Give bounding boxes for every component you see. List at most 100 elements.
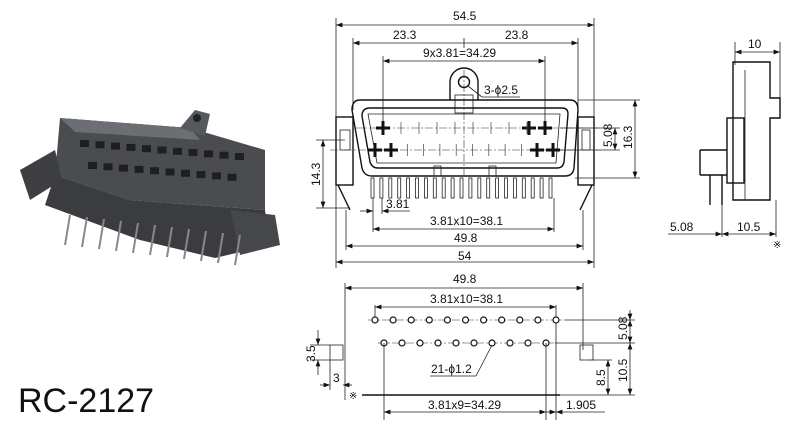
dim-ref-to-row: 10.5	[616, 358, 630, 382]
contact-cross	[546, 143, 560, 157]
pin	[495, 177, 500, 199]
pin	[370, 177, 375, 199]
dim-ref-to-slot: 8.5	[594, 369, 608, 386]
contact-cross	[530, 143, 544, 157]
pcb-hole	[434, 339, 442, 347]
dim-mount-hole: 3-ϕ2.5	[484, 83, 518, 97]
photo-contact-hole	[188, 149, 198, 157]
pin	[379, 177, 384, 199]
photo-contact-hole	[111, 142, 120, 150]
photo-contact-hole	[212, 172, 221, 180]
dim-pcb-row-spacing: 5.08	[616, 316, 630, 340]
photo-contact-hole	[165, 168, 175, 176]
ref-mark: ※	[773, 240, 781, 251]
model-number: RC-2127	[18, 382, 155, 420]
photo-contact-hole	[80, 140, 89, 147]
photo-contact-hole	[219, 151, 229, 159]
pin	[468, 177, 473, 199]
pcb-hole	[425, 316, 433, 324]
dim-row1-pitch: 3.81x10=38.1	[430, 292, 503, 306]
photo-pin	[149, 224, 156, 256]
pin	[388, 177, 393, 199]
photo-contact-hole	[119, 164, 128, 172]
photo-contact-hole	[196, 171, 206, 179]
pin	[504, 177, 508, 199]
pcb-hole	[480, 316, 488, 324]
pcb-hole	[524, 339, 532, 347]
side-view: 10 5.08 10.5 ※	[668, 37, 781, 251]
pcb-hole	[516, 316, 524, 324]
pin	[450, 177, 455, 199]
pcb-layout-view: 49.8 3.81x10=38.1 3.5 3 21-ϕ1.2 ※	[304, 272, 635, 420]
photo-contact-hole	[181, 169, 190, 177]
photo-contact-hole	[126, 143, 136, 151]
dim-body-height: 16.3	[621, 125, 635, 149]
pin	[548, 177, 553, 199]
pcb-hole	[389, 316, 397, 324]
dim-top-pitch: 9x3.81=34.29	[423, 46, 496, 60]
dim-pin-pitch: 3.81	[386, 197, 410, 211]
pin	[513, 177, 517, 199]
pcb-hole	[488, 339, 496, 347]
pcb-hole	[506, 339, 514, 347]
dim-pin-depth: 10.5	[737, 220, 761, 234]
pin	[521, 177, 526, 199]
connector-photo	[20, 110, 280, 266]
photo-contact-hole	[103, 163, 113, 171]
pcb-hole	[443, 316, 451, 324]
photo-contact-hole	[88, 162, 97, 169]
pcb-ref-mark: ※	[349, 391, 357, 402]
dim-bottom-pitch: 3.81x10=38.1	[430, 214, 503, 228]
dim-slot-height: 3.5	[304, 345, 318, 362]
contact-cross	[368, 143, 382, 157]
photo-pin	[217, 232, 224, 264]
photo-pin	[234, 234, 241, 266]
dim-left-offset: 23.3	[393, 28, 417, 42]
photo-pin	[81, 216, 88, 248]
dim-hole-spec: 21-ϕ1.2	[431, 362, 472, 376]
contact-cross	[538, 121, 552, 135]
pin	[539, 177, 544, 199]
photo-pin	[200, 230, 207, 262]
photo-contact-hole	[142, 145, 151, 153]
pcb-hole	[407, 316, 415, 324]
pin	[397, 177, 402, 199]
pin	[530, 177, 535, 199]
dim-row-spacing: 5.08	[601, 123, 615, 147]
photo-contact-hole	[150, 167, 159, 175]
pin	[441, 177, 446, 199]
dim-pcb-flange-span: 49.8	[453, 272, 477, 286]
pcb-hole	[398, 339, 406, 347]
photo-contact-hole	[95, 141, 105, 149]
pin	[486, 177, 491, 199]
dim-height: 14.3	[309, 162, 323, 186]
pcb-hole	[470, 339, 478, 347]
pcb-hole	[416, 339, 424, 347]
dim-row-offset: 1.905	[566, 398, 596, 412]
dim-slot-width: 3	[333, 371, 340, 385]
photo-pin	[64, 214, 71, 246]
pcb-hole	[452, 339, 460, 347]
dim-depth: 10	[748, 37, 762, 51]
contact-cross	[376, 121, 390, 135]
photo-pin	[115, 220, 122, 252]
front-view: 54.5 23.3 23.8 9x3.81=34.29 3-ϕ2.5	[309, 9, 640, 268]
dim-flange-span: 49.8	[454, 231, 478, 245]
pcb-hole	[534, 316, 542, 324]
contact-cross	[522, 121, 536, 135]
photo-pin	[166, 226, 173, 258]
dim-pin-offset: 5.08	[670, 220, 694, 234]
contact-cross	[384, 143, 398, 157]
pin	[415, 177, 419, 199]
photo-contact-hole	[227, 173, 237, 181]
photo-pin	[98, 218, 105, 250]
dim-row2-pitch: 3.81x9=34.29	[428, 398, 501, 412]
pcb-hole	[461, 316, 470, 324]
dim-right-offset: 23.8	[505, 28, 529, 42]
photo-contact-hole	[204, 150, 213, 158]
dim-overall-width: 54.5	[453, 9, 477, 23]
photo-pin	[132, 222, 139, 254]
pin	[459, 177, 464, 199]
photo-pin	[183, 228, 190, 260]
